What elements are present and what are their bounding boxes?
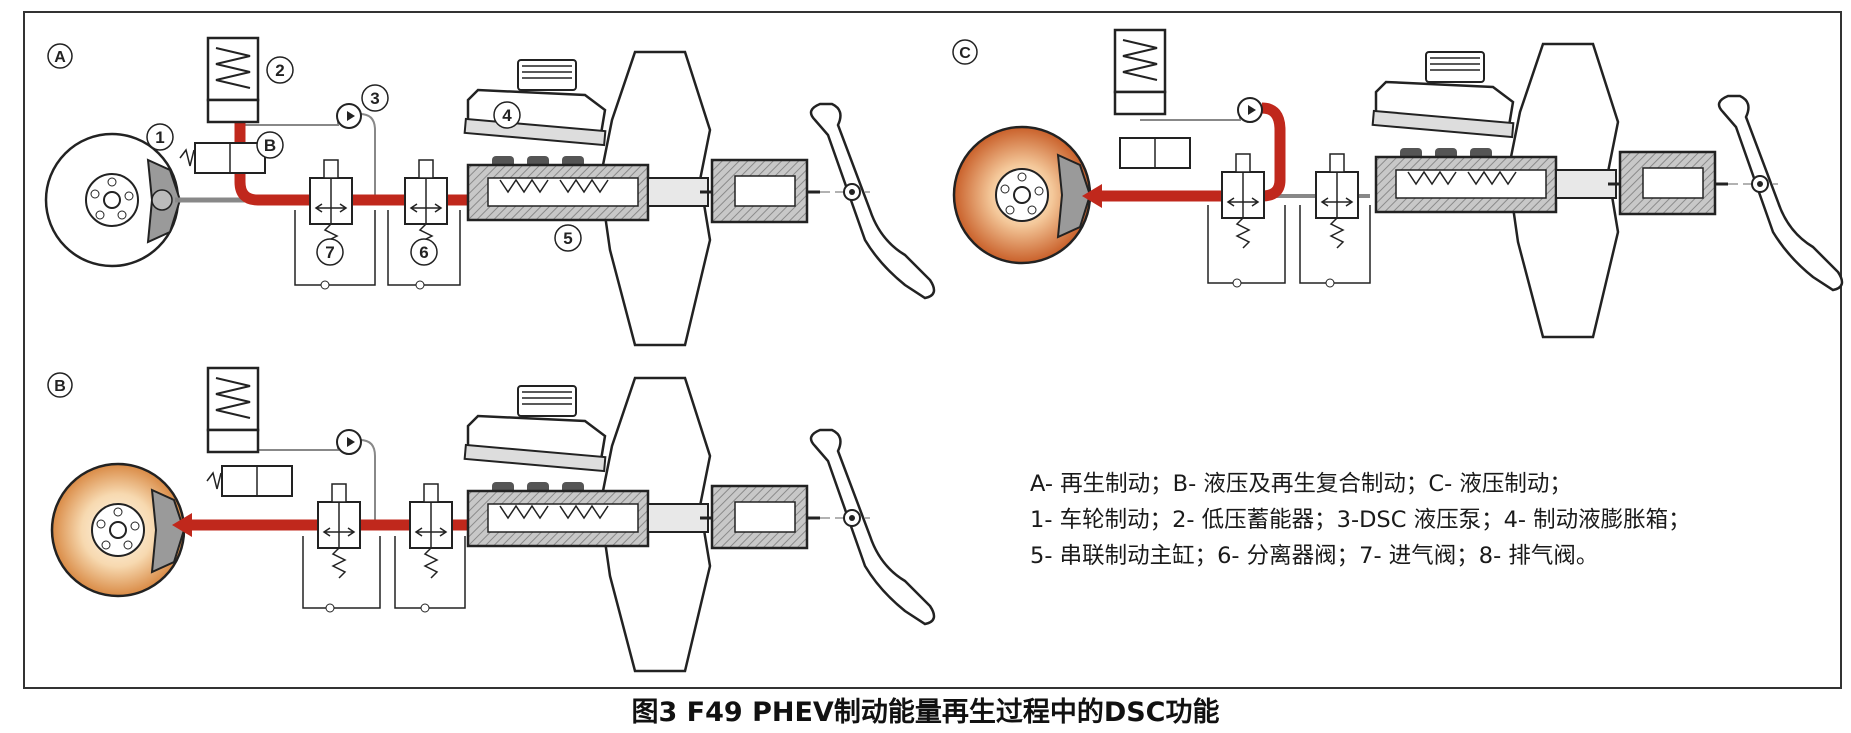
number-label-3: 3 [361,84,389,112]
svg-text:B: B [264,136,276,155]
panel-c-label: C [959,45,971,62]
svg-text:1: 1 [155,128,164,147]
panel-c: C [952,28,1844,339]
brake-assembly-c [1371,42,1844,339]
number-label-4: 4 [493,101,521,129]
brake-assembly-a [463,50,936,347]
number-label-5: 5 [554,224,582,252]
svg-text:3: 3 [370,89,379,108]
fluid-flow-line-a [234,108,470,206]
caliper-c [1056,153,1092,239]
number-label-7: 7 [316,238,344,266]
brake-assembly-b [463,376,936,673]
legend-line-2: 1- 车轮制动；2- 低压蓄能器；3-DSC 液压泵；4- 制动液膨胀箱； [1030,507,1691,533]
number-label-1: 1 [146,123,174,151]
low-pressure-accumulator-b [206,366,260,454]
panel-a: A 1 2 3 4 5 [44,36,936,347]
panel-b-label: B [54,378,66,395]
svg-text:6: 6 [419,243,428,262]
low-pressure-accumulator-c [1113,28,1167,116]
inlet-valve-b [317,483,361,579]
caliper-b [150,488,186,574]
figure-caption: 图3 F49 PHEV制动能量再生过程中的DSC功能 [631,697,1220,728]
number-label-2: 2 [266,56,294,84]
svg-text:4: 4 [502,106,512,125]
svg-text:5: 5 [563,229,572,248]
separator-valve-c [1315,153,1359,249]
low-pressure-accumulator-a [206,36,260,124]
number-label-b: B [256,131,284,159]
legend-line-1: A- 再生制动；B- 液压及再生复合制动；C- 液压制动； [1030,471,1572,497]
legend-line-3: 5- 串联制动主缸；6- 分离器阀；7- 进气阀；8- 排气阀。 [1030,543,1599,569]
panel-a-label: A [54,49,66,66]
separator-valve-b [409,483,453,579]
svg-text:2: 2 [275,61,284,80]
panel-b: B [47,366,936,673]
inlet-valve-c [1221,153,1265,249]
fluid-flow-line-c [1100,102,1286,202]
legend: A- 再生制动；B- 液压及再生复合制动；C- 液压制动； 1- 车轮制动；2-… [1030,466,1820,574]
figure-frame [23,11,1842,689]
svg-text:7: 7 [325,243,334,262]
number-label-6: 6 [410,238,438,266]
